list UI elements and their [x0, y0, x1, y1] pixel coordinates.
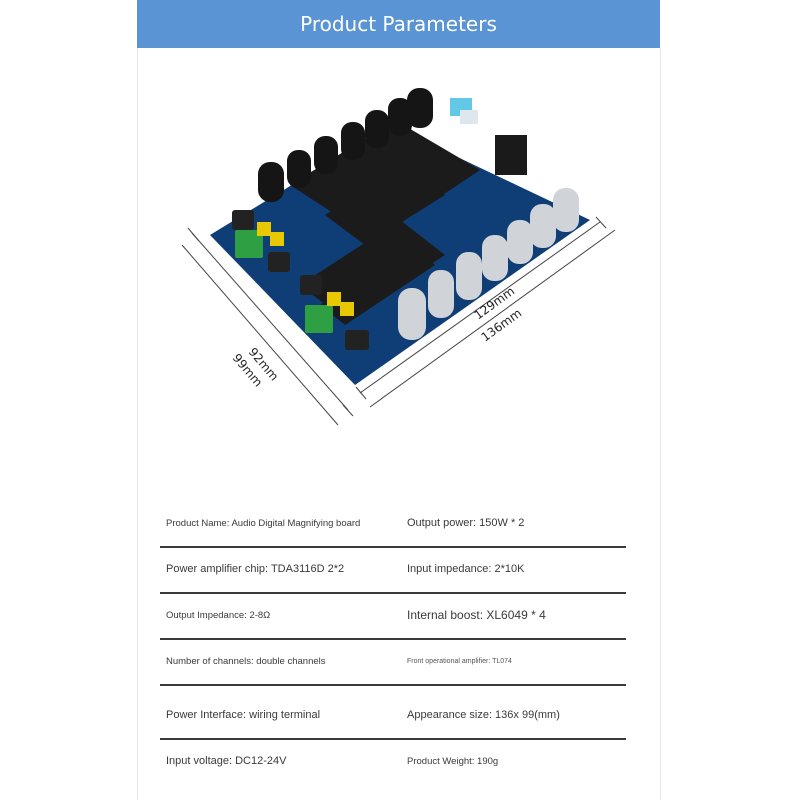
spec-row: Power Interface: wiring terminal Appeara…: [160, 692, 626, 740]
spec-appearance-size: Appearance size: 136x 99(mm): [407, 709, 560, 721]
inductors: [232, 210, 369, 350]
spec-row: Number of channels: double channels Fron…: [160, 638, 626, 686]
spec-output-power: Output power: 150W * 2: [407, 517, 525, 529]
spec-product-name: Product Name: Audio Digital Magnifying b…: [166, 517, 361, 529]
power-connector: [450, 98, 527, 175]
spec-power-interface: Power Interface: wiring terminal: [166, 709, 321, 721]
spec-product-weight: Product Weight: 190g: [407, 755, 499, 767]
page-title-banner: Product Parameters: [137, 0, 660, 48]
spec-input-impedance: Input impedance: 2*10K: [407, 563, 525, 575]
spec-front-opamp: Front operational amplifier: TL074: [407, 657, 512, 665]
dimension-lines: [181, 216, 616, 426]
spec-row: Input voltage: DC12-24V Product Weight: …: [160, 738, 626, 784]
spec-amplifier-chip: Power amplifier chip: TDA3116D 2*2: [166, 563, 345, 575]
spec-row: Power amplifier chip: TDA3116D 2*2 Input…: [160, 546, 626, 594]
capacitors: [258, 88, 579, 340]
spec-row: Product Name: Audio Digital Magnifying b…: [160, 500, 626, 548]
page-right-edge: [660, 48, 661, 800]
product-image: 92mm 99mm 129mm 136mm: [160, 80, 640, 460]
spec-row: Output Impedance: 2-8Ω Internal boost: X…: [160, 592, 626, 640]
spec-internal-boost: Internal boost: XL6049 * 4: [407, 608, 546, 622]
spec-input-voltage: Input voltage: DC12-24V: [166, 755, 287, 767]
page-title: Product Parameters: [300, 12, 497, 36]
spec-output-impedance: Output Impedance: 2-8Ω: [166, 609, 271, 621]
amplifier-board-illustration: 92mm 99mm 129mm 136mm: [181, 88, 616, 426]
spec-channels: Number of channels: double channels: [166, 655, 326, 667]
page-left-edge: [137, 48, 138, 800]
terminals: [235, 222, 354, 333]
